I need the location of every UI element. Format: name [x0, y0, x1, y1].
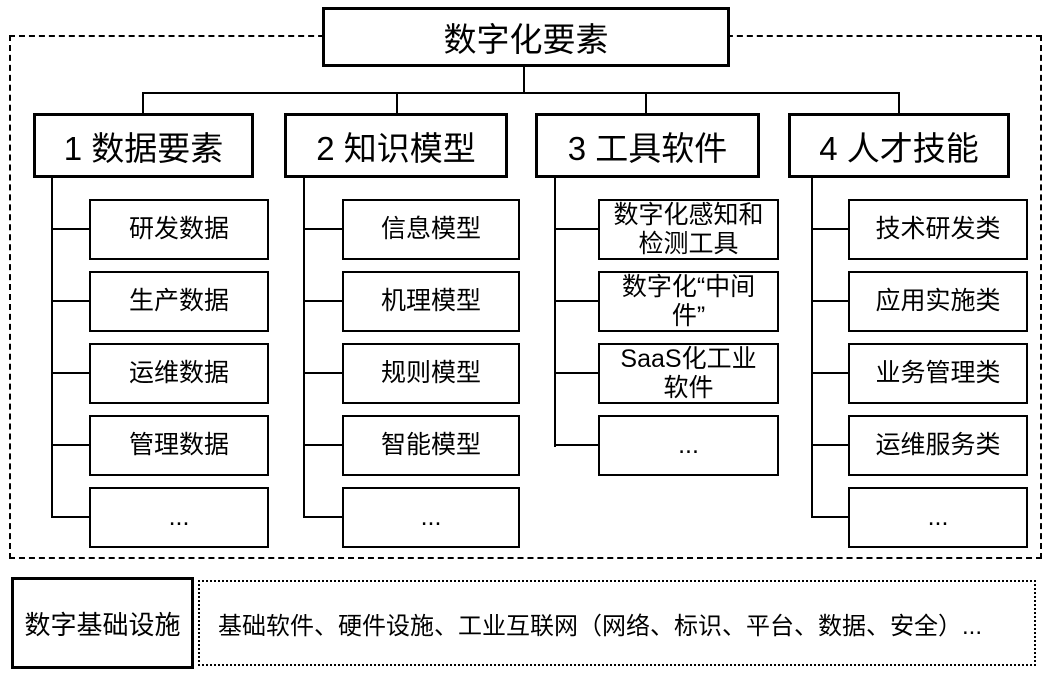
leaf-node: 技术研发类 — [848, 199, 1028, 260]
leaf-node-ellipsis: ... — [89, 487, 269, 548]
connector-line — [645, 92, 647, 114]
leaf-node: 规则模型 — [342, 343, 520, 404]
connector-line — [303, 444, 342, 446]
connector-line — [51, 228, 89, 230]
connector-line — [142, 92, 900, 94]
connector-line — [811, 516, 848, 518]
leaf-node-ellipsis: ... — [598, 415, 779, 476]
leaf-node: 机理模型 — [342, 271, 520, 332]
leaf-node: 运维服务类 — [848, 415, 1028, 476]
connector-line — [554, 228, 598, 230]
category-node-knowledge-models: 2 知识模型 — [284, 113, 508, 178]
infrastructure-label-box: 数字基础设施 — [11, 577, 194, 669]
connector-line — [396, 92, 398, 114]
category-node-talent-skills: 4 人才技能 — [788, 113, 1010, 178]
connector-line — [554, 372, 598, 374]
connector-line — [51, 372, 89, 374]
connector-line — [303, 300, 342, 302]
leaf-node-ellipsis: ... — [848, 487, 1028, 548]
connector-line — [811, 444, 848, 446]
root-node: 数字化要素 — [322, 7, 730, 67]
connector-line — [811, 372, 848, 374]
leaf-node: 数字化“中间 件” — [598, 271, 779, 332]
connector-line — [303, 178, 305, 518]
leaf-node: 生产数据 — [89, 271, 269, 332]
connector-line — [51, 516, 89, 518]
connector-line — [554, 444, 598, 446]
leaf-node: 信息模型 — [342, 199, 520, 260]
leaf-node: 业务管理类 — [848, 343, 1028, 404]
category-node-data-elements: 1 数据要素 — [33, 113, 254, 178]
connector-line — [142, 92, 144, 114]
category-node-tool-software: 3 工具软件 — [535, 113, 760, 178]
connector-line — [554, 300, 598, 302]
connector-line — [51, 178, 53, 518]
connector-line — [303, 228, 342, 230]
leaf-node: 研发数据 — [89, 199, 269, 260]
connector-line — [811, 178, 813, 518]
connector-line — [303, 516, 342, 518]
connector-line — [51, 300, 89, 302]
leaf-node-ellipsis: ... — [342, 487, 520, 548]
connector-line — [811, 228, 848, 230]
connector-line — [554, 178, 556, 447]
leaf-node: 应用实施类 — [848, 271, 1028, 332]
connector-line — [51, 444, 89, 446]
leaf-node: 智能模型 — [342, 415, 520, 476]
connector-line — [898, 92, 900, 114]
leaf-node: 数字化感知和 检测工具 — [598, 199, 779, 260]
connector-line — [523, 66, 525, 92]
connector-line — [303, 372, 342, 374]
connector-line — [811, 300, 848, 302]
leaf-node: 运维数据 — [89, 343, 269, 404]
leaf-node: 管理数据 — [89, 415, 269, 476]
infrastructure-description-box: 基础软件、硬件设施、工业互联网（网络、标识、平台、数据、安全）... — [198, 580, 1036, 666]
leaf-node: SaaS化工业 软件 — [598, 343, 779, 404]
